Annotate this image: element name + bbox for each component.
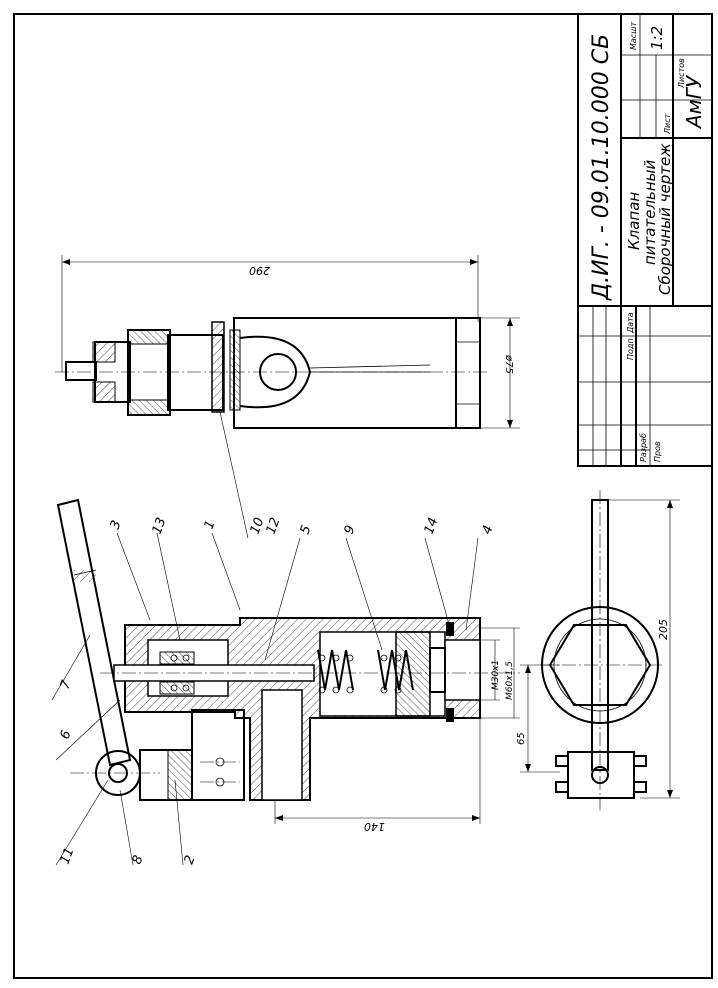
callout-1: 1: [202, 518, 219, 531]
callout-11: 11: [58, 846, 78, 867]
callout-8: 8: [130, 853, 147, 866]
callout-5: 5: [298, 523, 315, 536]
sheet-label-text: Лист: [663, 113, 672, 135]
organization-text: АмГУ: [682, 74, 706, 130]
top-view: 290 ø75: [55, 255, 520, 429]
callout-2: 2: [182, 853, 199, 866]
callout-13: 13: [150, 516, 170, 537]
scale-value-text: 1:2: [648, 26, 666, 50]
thread-large-dim: M60x1,5: [505, 661, 515, 700]
bottom-length-dim: 140: [364, 820, 385, 833]
callout-4: 4: [480, 523, 497, 536]
name-line2-text: питательный: [641, 159, 659, 265]
callout-9: 9: [342, 523, 359, 536]
callout-12: 12: [264, 516, 284, 537]
top-diameter-dim: ø75: [503, 354, 514, 374]
name-line1-text: Клапан: [625, 192, 643, 250]
designation-text: Д.ИГ. - 09.01.10.000 СБ: [589, 34, 614, 301]
title-block: Д.ИГ. - 09.01.10.000 СБ Клапан питательн…: [577, 13, 713, 467]
callout-3: 3: [108, 518, 125, 531]
callout-7: 7: [58, 678, 75, 692]
sign-label-text: Подп: [626, 338, 635, 360]
height-offset-dim: 65: [516, 732, 527, 745]
callout-6: 6: [58, 728, 75, 741]
front-view: 140 M30x1 M60x1,5: [56, 498, 520, 833]
side-height-dim: 205: [657, 619, 670, 640]
sheets-label-text: Листов: [677, 58, 686, 89]
name-line3-text: Сборочный чертеж: [656, 143, 674, 295]
thread-small-dim: M30x1: [491, 660, 501, 690]
developed-label-text: Разраб: [639, 433, 648, 462]
side-view: 205 65: [516, 490, 680, 810]
top-length-dim: 290: [249, 264, 270, 277]
checked-label-text: Пров: [653, 441, 662, 462]
callout-14: 14: [422, 516, 442, 537]
callout-10: 10: [248, 516, 268, 537]
drawing-frame: [13, 13, 713, 979]
date-label-text: Дата: [626, 312, 635, 334]
scale-label-text: Масшт: [629, 21, 638, 50]
